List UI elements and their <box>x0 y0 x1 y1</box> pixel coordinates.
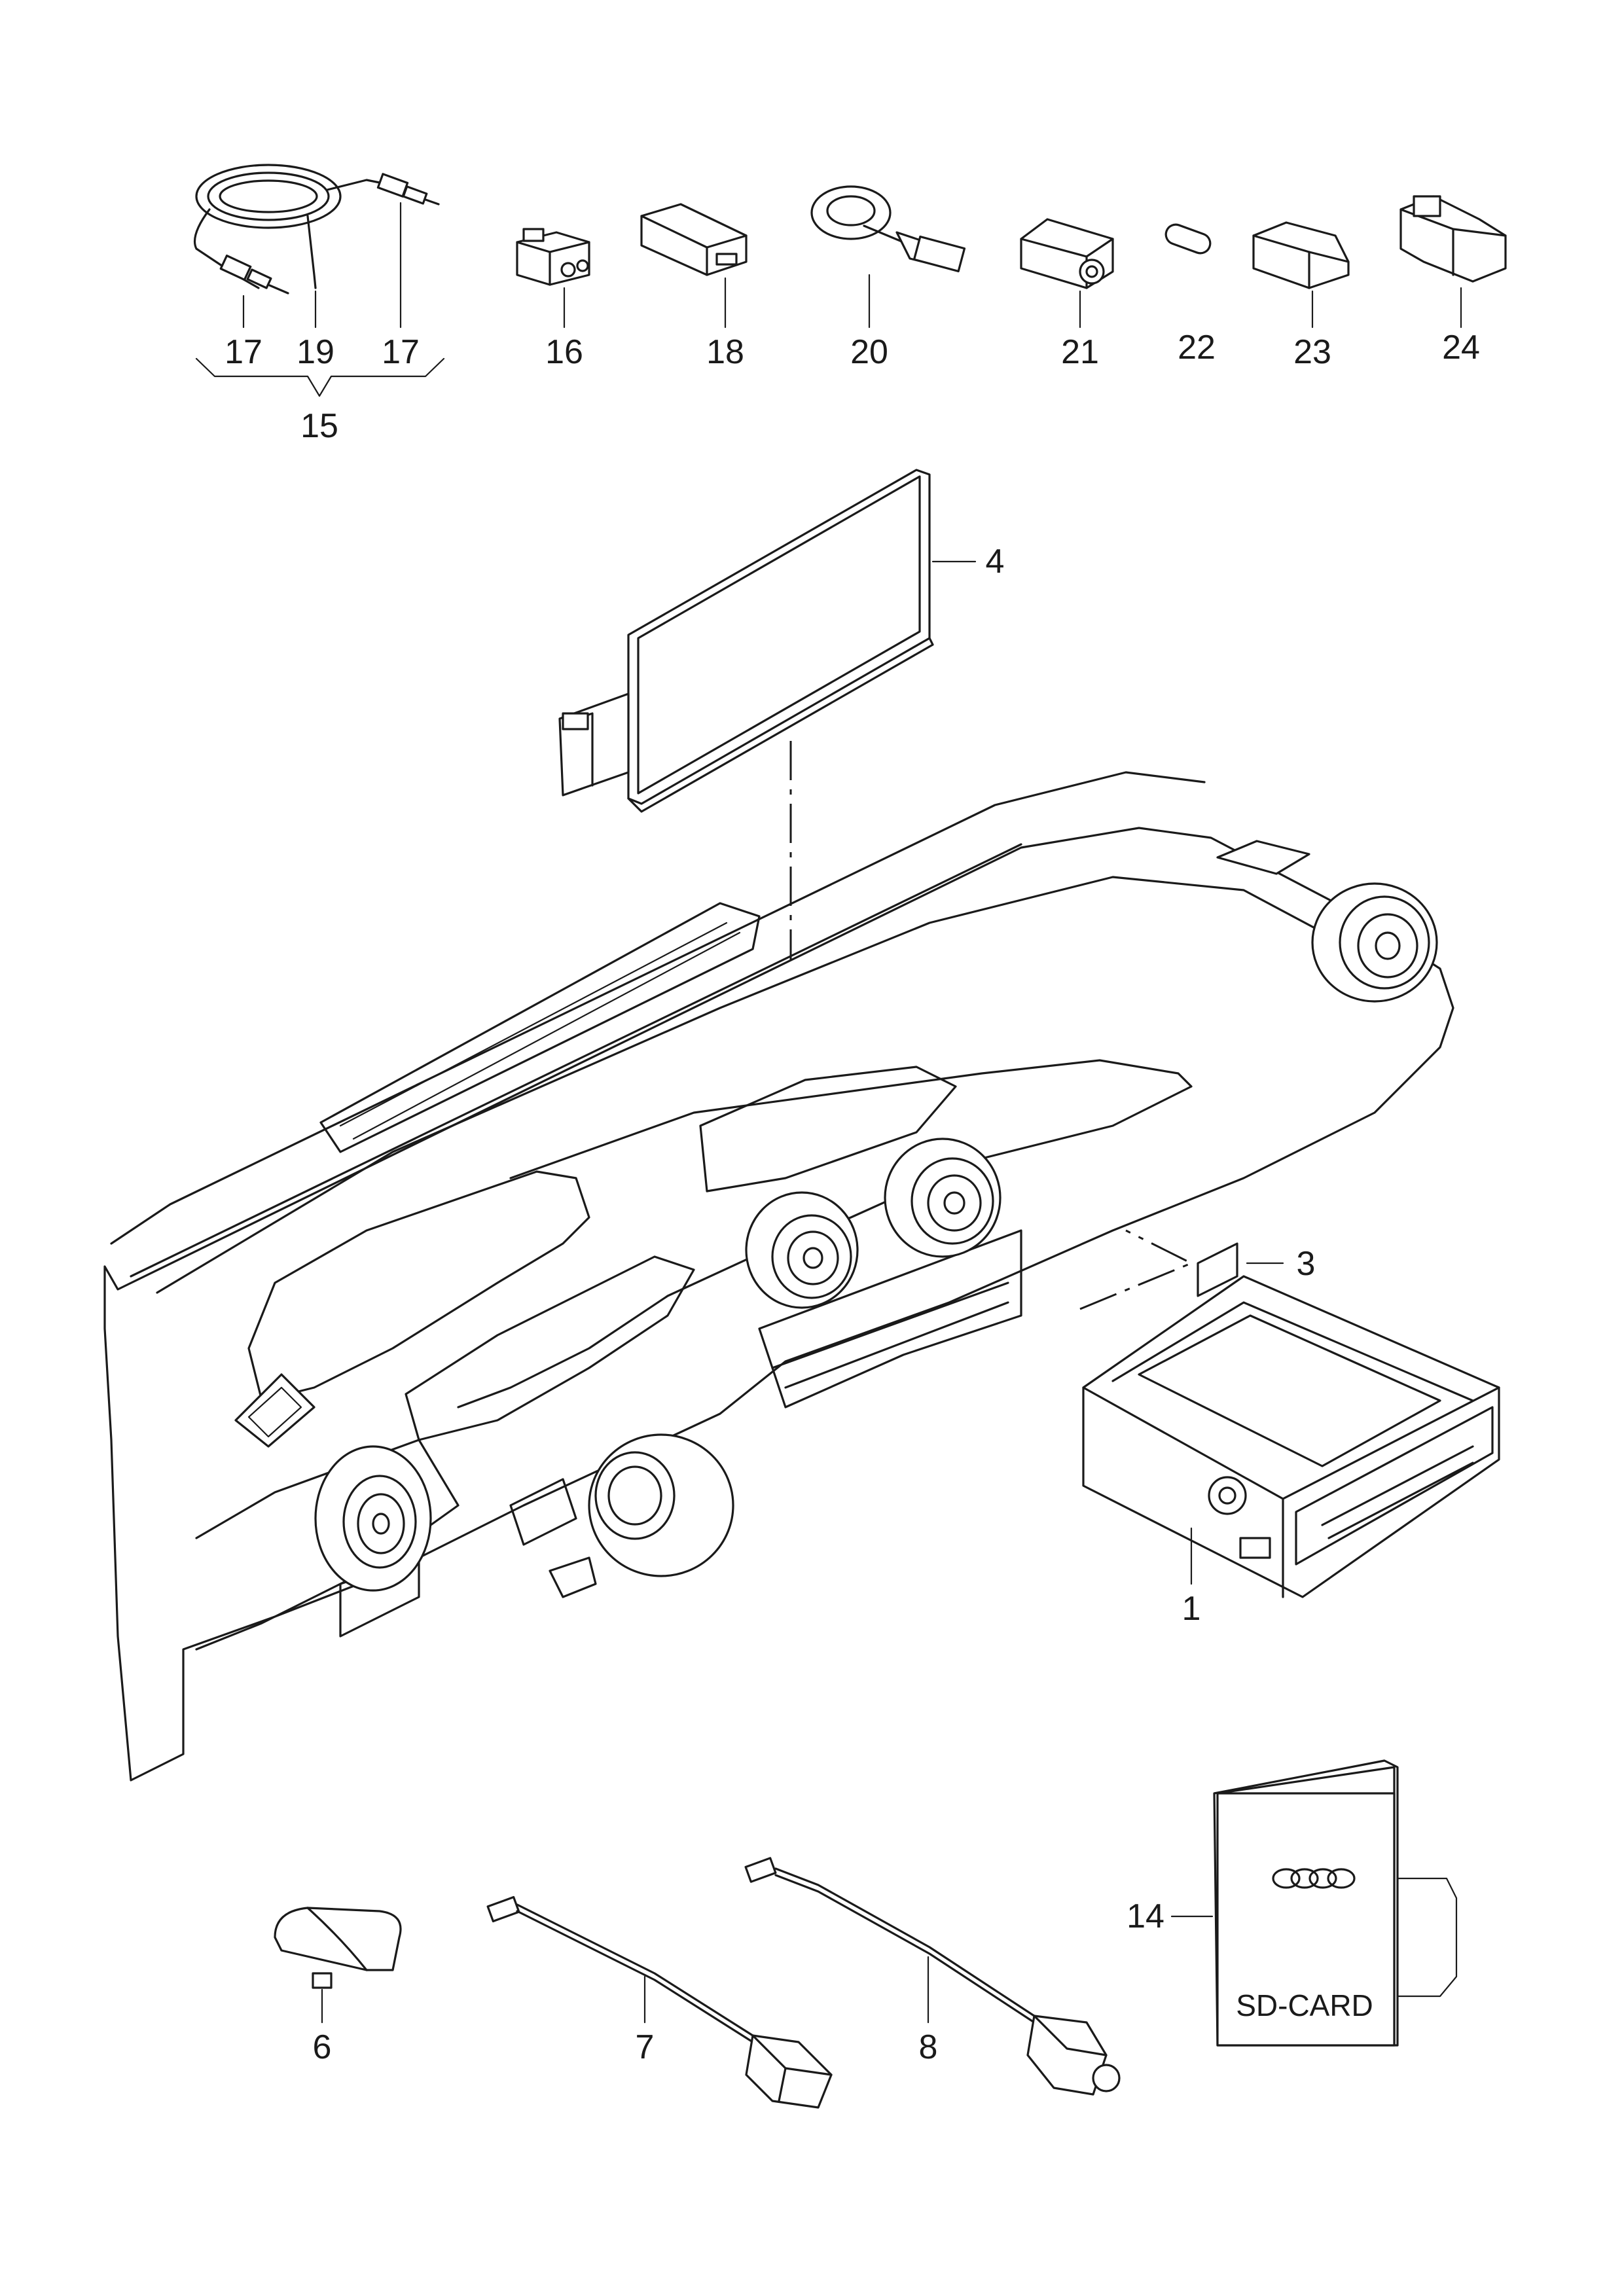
cover-part-23 <box>1252 221 1350 329</box>
label-17-left: 17 <box>225 333 262 371</box>
logo-ring-1 <box>1272 1868 1301 1889</box>
ring-connector-part-20 <box>810 185 966 329</box>
display-screen-part-4 <box>558 469 977 813</box>
label-18: 18 <box>706 333 744 371</box>
cable-part-7 <box>486 1895 833 2109</box>
label-16: 16 <box>545 333 583 371</box>
round-vent-left <box>314 1445 432 1592</box>
steering-hub <box>588 1433 734 1577</box>
label-22: 22 <box>1178 329 1216 367</box>
radio-head-unit-part-1 <box>1082 1275 1500 1598</box>
housing-part-18 <box>640 203 748 329</box>
pin-part-22 <box>1164 223 1212 255</box>
label-21: 21 <box>1061 333 1099 371</box>
label-3: 3 <box>1297 1245 1316 1283</box>
antenna-part-6 <box>274 1907 402 2024</box>
block-part-21 <box>1020 218 1114 329</box>
label-7: 7 <box>636 2028 655 2066</box>
sd-card-text: SD-CARD <box>1236 1988 1373 2022</box>
label-19: 19 <box>297 333 334 371</box>
label-8: 8 <box>919 2028 938 2066</box>
sd-card-booklet-part-14 <box>1170 1759 1458 2047</box>
round-vent-right <box>1311 882 1438 1003</box>
connector-part-17-right <box>376 173 440 206</box>
label-15: 15 <box>300 407 338 445</box>
label-17-right: 17 <box>382 333 420 371</box>
coiled-cable-part-19 <box>193 164 401 289</box>
round-vent-center-right <box>884 1138 1001 1258</box>
connector-part-16 <box>516 228 590 329</box>
logo-ring-4 <box>1327 1868 1356 1889</box>
logo-ring-2 <box>1290 1868 1319 1889</box>
label-14: 14 <box>1127 1897 1164 1935</box>
connector-part-17-left <box>219 254 289 295</box>
bracket-15 <box>195 357 445 397</box>
cable-part-8 <box>744 1857 1121 2096</box>
label-6: 6 <box>313 2028 332 2066</box>
alignment-line-head-unit <box>1079 1229 1194 1310</box>
dashboard-assembly <box>103 771 1454 1782</box>
logo-ring-3 <box>1308 1868 1337 1889</box>
connector-part-24 <box>1399 195 1507 329</box>
label-4: 4 <box>986 543 1005 581</box>
label-20: 20 <box>850 333 888 371</box>
label-1: 1 <box>1182 1590 1201 1628</box>
label-sticker-part-3 <box>1197 1242 1284 1297</box>
label-23: 23 <box>1293 333 1331 371</box>
round-vent-center-left <box>745 1191 859 1309</box>
label-24: 24 <box>1442 329 1480 367</box>
